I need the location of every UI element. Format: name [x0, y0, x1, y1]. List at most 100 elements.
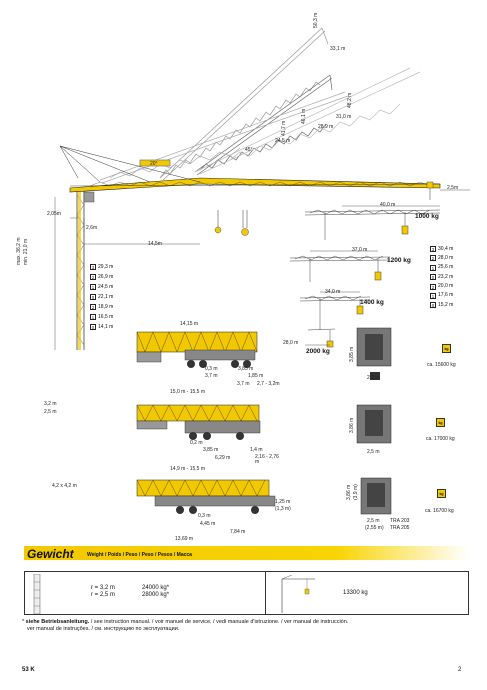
load-radius-3: 34,0 m — [325, 289, 341, 295]
dimension-lines — [54, 189, 470, 350]
dim-2-05: 2,05m — [47, 211, 61, 217]
footnote-line1: / see instruction manual. / voir manuel … — [89, 619, 349, 625]
dim-2-6: 2,6m — [86, 225, 98, 231]
transport2-width: 2,5 m — [367, 449, 380, 455]
base-dim-label: 4,2 x 4,2 m — [52, 483, 77, 489]
load-value-2: 1200 kg — [387, 257, 411, 264]
transport3-tra-1: TRA 203 — [390, 518, 410, 524]
transport-side-2 — [356, 404, 392, 444]
load-radius-1: 40,0 m — [380, 202, 396, 208]
luffed-jib-45 — [194, 67, 421, 176]
load-value-4: 2000 kg — [306, 348, 330, 355]
luffed-dim-7: 28,9 m — [318, 124, 334, 130]
weight-section-subtitle: Weight / Poids / Peso / Peso / Pesos / M… — [87, 552, 192, 558]
tower-mast — [76, 190, 85, 350]
footnote-star: * — [22, 619, 25, 625]
transport2-dim-e: 2,16 - 2,76 m — [255, 454, 279, 465]
transport3-side-dim-2: (3,9 m) — [353, 484, 359, 500]
load-value-1: 1000 kg — [415, 213, 439, 220]
transport3-tra-2: TRA 205 — [390, 525, 410, 531]
transport1-weight: ca. 15600 kg — [427, 362, 456, 368]
luffed-dim-4: 46,1 m — [301, 108, 307, 124]
footer-model: 53 K — [22, 667, 35, 673]
load-chart-crane-4 — [307, 328, 336, 348]
tie-bars — [59, 145, 201, 183]
weight-section-title: Gewicht — [27, 547, 74, 561]
weight-table: r = 3,2 m 24000 kg* r = 2,5 m 28000 kg* … — [24, 571, 469, 615]
transport2-dim-a: 0,2 m — [190, 440, 203, 446]
angle-20-label: 20° — [150, 161, 158, 167]
footnote-bold: siehe Betriebsanleitung. — [25, 619, 90, 625]
luffed-jib-steep — [159, 27, 329, 181]
load-radius-2: 37,0 m — [352, 247, 368, 253]
transport-svg — [136, 327, 392, 515]
load-chart-crane-2 — [289, 255, 391, 282]
transport1-dim-c: 3,7 m — [205, 373, 218, 379]
transport2-dim-b: 3,85 m — [203, 447, 219, 453]
transport2-dim-c: 6,29 m — [215, 455, 231, 461]
weight-right-value: 13300 kg — [343, 590, 368, 596]
transport3-dim-a: 0,3 m — [198, 513, 211, 519]
transport3-dim-e: 1,25 m — [275, 499, 291, 505]
transport1-dim-g: 15,0 m - 15,5 m — [170, 389, 206, 395]
transport3-dim-d: 13,69 m — [175, 536, 194, 542]
load-chart-crane-3 — [299, 295, 371, 330]
transport2-dim-d: 1,4 m — [250, 447, 263, 453]
transport1-dim-b: 3,85 m — [238, 366, 254, 372]
tower-yellow-strip — [78, 190, 81, 350]
load-radius-4: 28,0 m — [283, 340, 299, 346]
transport2-weight: ca. 17000 kg — [426, 436, 455, 442]
weight-row1-value: 24000 kg* — [142, 585, 170, 591]
transport1-dim-f: 2,7 - 3,2m — [257, 381, 280, 387]
counterweight — [83, 191, 95, 203]
dim-3-2: 3,2 m — [44, 401, 57, 407]
transport3-dim-b: 4,45 m — [200, 521, 216, 527]
dim-2-5-tip: 2,5m — [447, 185, 459, 191]
dim-14-5: 14,5m — [148, 241, 162, 247]
luffed-dim-1: 50,3 m — [313, 12, 319, 28]
transport1-top-dim: 14,15 m — [180, 321, 199, 327]
transport3-dim-f: (1,3 m) — [275, 506, 291, 512]
luffed-dim-3: 48,2 m — [347, 92, 353, 108]
weight-row2-radius: r = 2,5 m — [91, 592, 115, 598]
transport3-width-2: (2,55 m) — [365, 525, 384, 531]
load-chart-crane-1 — [304, 209, 441, 240]
height-label: max. 36,2 m min. 21,0 m — [16, 237, 29, 265]
weight-section-bar — [24, 546, 469, 560]
transport-truck-2 — [136, 404, 261, 440]
luffed-dim-5: 41,7 m — [281, 120, 287, 136]
dim-2-5-base: 2,5 m — [44, 409, 57, 415]
kg-badge-3: kg — [437, 489, 446, 498]
transport1-dim-d: 1,85 m — [248, 373, 264, 379]
transport3-side-dim-1: 3,86 m — [346, 484, 352, 500]
weight-table-divider — [265, 572, 266, 614]
transport3-width: 2,5 m — [367, 518, 380, 524]
transport1-dim-e: 3,7 m — [237, 381, 250, 387]
transport1-dim-a: 0,3 m — [205, 366, 218, 372]
transport1-side-dim: 3,85 m — [349, 346, 355, 362]
footnote-line2: ver manual de instruções. / см. инструкц… — [27, 625, 180, 632]
luffed-dim-8: 24,5 m — [275, 138, 291, 144]
transport-side-3 — [360, 477, 392, 515]
angle-45-label: 45° — [245, 147, 253, 153]
crane-thumbnail — [281, 575, 315, 613]
load-value-3: 1400 kg — [360, 299, 384, 306]
transport3-dim-c: 7,84 m — [230, 529, 246, 535]
transport-truck-1 — [136, 331, 258, 368]
kg-badge-2: kg — [436, 418, 445, 427]
tower-thumbnail — [33, 574, 41, 614]
footnote: * siehe Betriebsanleitung. / see instruc… — [22, 619, 348, 633]
